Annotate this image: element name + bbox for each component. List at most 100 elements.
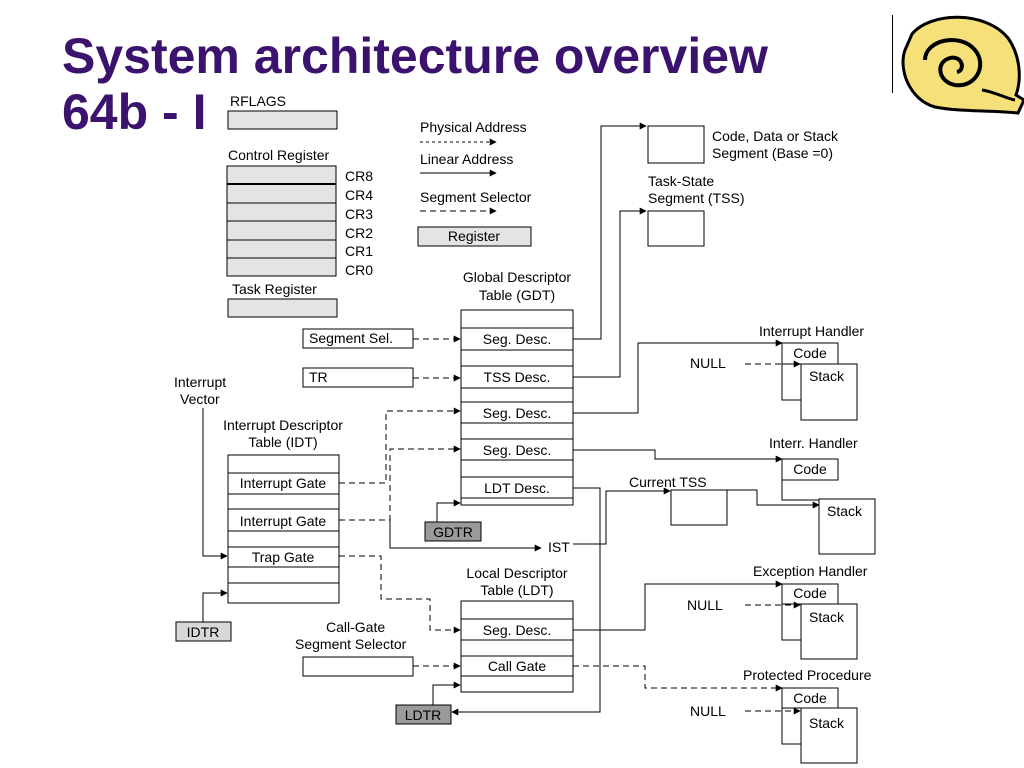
- svg-text:Stack: Stack: [809, 368, 845, 384]
- exception-handler: Exception Handler Code Stack NULL: [687, 563, 868, 660]
- svg-text:TR: TR: [309, 369, 328, 385]
- current-tss-box: [670, 489, 728, 526]
- link-call-gate-to-protected-procedure: [573, 665, 783, 692]
- legend-linear-label: Linear Address: [420, 151, 513, 167]
- cr0-label: CR0: [345, 262, 373, 278]
- control-register-stack: [226, 165, 337, 277]
- svg-text:Code, Data or Stack: Code, Data or Stack: [712, 128, 839, 144]
- svg-text:Stack: Stack: [827, 503, 863, 519]
- gdt-title-2: Table (GDT): [479, 287, 555, 303]
- legend-physical-label: Physical Address: [420, 119, 527, 135]
- gdt-row-seg-desc-3: Seg. Desc.: [483, 442, 551, 458]
- idt-row-interrupt-gate-1: Interrupt Gate: [240, 475, 327, 491]
- exception-handler-null: NULL: [687, 597, 723, 613]
- segment-sel-input: Segment Sel.: [302, 328, 461, 349]
- link-interrupt-gate-to-ist: [389, 520, 542, 552]
- svg-text:Stack: Stack: [809, 609, 845, 625]
- svg-text:Task-State: Task-State: [648, 173, 714, 189]
- call-gate-selector-input: [302, 656, 414, 677]
- ldtr-register: LDTR: [395, 681, 461, 725]
- ldt-row-call-gate: Call Gate: [488, 658, 547, 674]
- rflags-register: [227, 110, 338, 130]
- title-line-2: 64b - I: [62, 84, 207, 140]
- task-register-label: Task Register: [232, 281, 317, 297]
- exception-handler-title: Exception Handler: [753, 563, 868, 579]
- page-title: System architecture overview 64b - I: [62, 28, 768, 140]
- gdt-table: Global Descriptor Table (GDT) Seg. Desc.…: [460, 269, 574, 506]
- control-register-label: Control Register: [228, 147, 329, 163]
- ldt-table: Local Descriptor Table (LDT) Seg. Desc. …: [460, 565, 574, 693]
- svg-text:Code: Code: [793, 690, 827, 706]
- gdtr-register: GDTR: [424, 499, 482, 542]
- link-ist-to-current-tss: [573, 487, 671, 545]
- legend-register-label: Register: [448, 228, 500, 244]
- legend: Physical Address Linear Address Segment …: [417, 119, 532, 247]
- link-ldt-to-exception-handler: [573, 580, 783, 631]
- gdt-row-ldt-desc: LDT Desc.: [484, 480, 550, 496]
- idt-table: Interrupt Descriptor Table (IDT) Interru…: [223, 417, 343, 604]
- cr4-label: CR4: [345, 187, 373, 203]
- svg-text:LDTR: LDTR: [405, 707, 442, 723]
- svg-text:Code: Code: [793, 461, 827, 477]
- interr-handler: Interr. Handler Code Stack: [769, 435, 876, 555]
- interrupt-handler: Interrupt Handler Code Stack NULL: [690, 323, 864, 421]
- call-gate-selector-label-2: Segment Selector: [295, 636, 407, 652]
- idt-title-1: Interrupt Descriptor: [223, 417, 343, 433]
- tss-segment: Task-State Segment (TSS): [647, 173, 744, 247]
- gdt-row-tss-desc: TSS Desc.: [484, 369, 551, 385]
- gdt-row-seg-desc-2: Seg. Desc.: [483, 405, 551, 421]
- ldt-title-2: Table (LDT): [480, 582, 553, 598]
- link-gdt-to-interrupt-handler: [573, 339, 783, 414]
- link-gdt-to-code-segment: [573, 122, 647, 340]
- link-current-tss-to-stack: [727, 489, 820, 509]
- gdt-title-1: Global Descriptor: [463, 269, 571, 285]
- ldt-title-1: Local Descriptor: [466, 565, 567, 581]
- idt-row-interrupt-gate-2: Interrupt Gate: [240, 513, 327, 529]
- svg-text:IDTR: IDTR: [187, 624, 220, 640]
- link-gdt-to-interr-handler: [573, 449, 783, 463]
- current-tss-label: Current TSS: [629, 474, 707, 490]
- link-interrupt-vector: [202, 408, 228, 560]
- idt-row-trap-gate: Trap Gate: [252, 549, 315, 565]
- legend-register-box: [417, 226, 532, 247]
- ldt-row-seg-desc: Seg. Desc.: [483, 622, 551, 638]
- cr1-label: CR1: [345, 243, 373, 259]
- gdt-row-seg-desc-1: Seg. Desc.: [483, 331, 551, 347]
- title-line-1: System architecture overview: [62, 28, 768, 84]
- svg-text:Code: Code: [793, 585, 827, 601]
- interrupt-handler-null: NULL: [690, 355, 726, 371]
- rflags-label: RFLAGS: [230, 93, 286, 109]
- idtr-register: IDTR: [175, 589, 232, 642]
- svg-text:Segment (TSS): Segment (TSS): [648, 190, 744, 206]
- svg-text:GDTR: GDTR: [433, 524, 473, 540]
- svg-text:Code: Code: [793, 345, 827, 361]
- protected-procedure: Protected Procedure Code Stack NULL: [690, 667, 872, 764]
- link-trap-gate-to-ldt: [339, 555, 461, 634]
- protected-procedure-title: Protected Procedure: [743, 667, 872, 683]
- cr2-label: CR2: [345, 225, 373, 241]
- legend-selector-label: Segment Selector: [420, 189, 532, 205]
- interr-handler-title: Interr. Handler: [769, 435, 858, 451]
- cr3-label: CR3: [345, 206, 373, 222]
- link-interrupt-gate-2-to-gdt: [339, 445, 461, 521]
- title-divider: [892, 15, 893, 93]
- spiral-shell-icon: [901, 15, 1024, 115]
- link-interrupt-gate-1-to-gdt: [339, 407, 461, 484]
- interrupt-handler-title: Interrupt Handler: [759, 323, 864, 339]
- call-gate-selector-label-1: Call-Gate: [326, 619, 385, 635]
- link-ldt-desc-to-ldtr: [451, 487, 601, 716]
- ist-label: IST: [548, 539, 570, 555]
- svg-text:Segment Sel.: Segment Sel.: [309, 330, 393, 346]
- svg-text:Stack: Stack: [809, 715, 845, 731]
- tr-input: TR: [302, 367, 461, 388]
- register-block: RFLAGS Control Register CR8 CR4 CR3 CR2 …: [226, 93, 373, 318]
- interrupt-vector-label-2: Vector: [180, 391, 220, 407]
- link-tss-desc-to-tss: [573, 207, 647, 378]
- task-register: [227, 298, 338, 318]
- protected-procedure-null: NULL: [690, 703, 726, 719]
- interrupt-vector-label-1: Interrupt: [174, 374, 226, 390]
- cr8-label: CR8: [345, 168, 373, 184]
- code-data-stack-segment: Code, Data or Stack Segment (Base =0): [647, 125, 839, 164]
- idt-title-2: Table (IDT): [248, 434, 317, 450]
